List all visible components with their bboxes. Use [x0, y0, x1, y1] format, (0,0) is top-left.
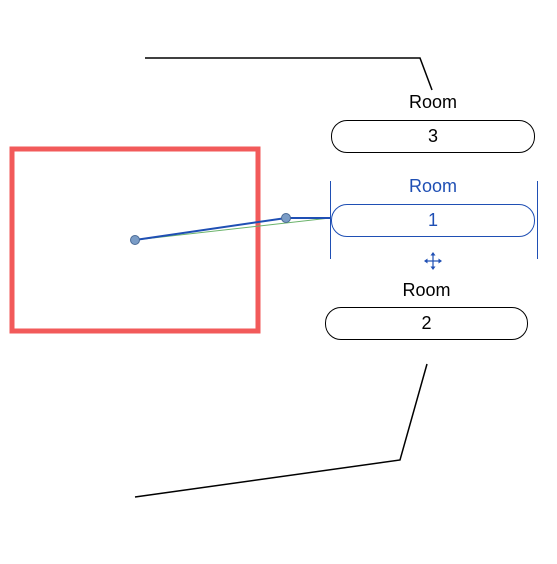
- tag-label: Room: [408, 176, 457, 196]
- tag-label: Room: [402, 280, 451, 300]
- leader-line-room-2[interactable]: [134, 363, 428, 498]
- tag-number-box[interactable]: 3: [331, 120, 535, 153]
- room-tag-2[interactable]: Room 2: [325, 280, 528, 342]
- leader-line-room-3[interactable]: [145, 57, 433, 91]
- room-tag-1[interactable]: Room 1: [331, 174, 535, 238]
- room-boundary[interactable]: [9, 146, 261, 334]
- guide-line: [134, 217, 331, 241]
- tag-number-box[interactable]: 1: [331, 204, 535, 237]
- tag-number-box[interactable]: 2: [325, 307, 528, 340]
- grip-icon[interactable]: [281, 213, 291, 223]
- move-icon[interactable]: [424, 252, 442, 270]
- selection-extent-left: [330, 181, 331, 259]
- selection-extent-right: [537, 181, 538, 259]
- grip-icon[interactable]: [130, 235, 140, 245]
- room-tag-3[interactable]: Room 3: [331, 90, 535, 154]
- tag-label: Room: [408, 92, 457, 112]
